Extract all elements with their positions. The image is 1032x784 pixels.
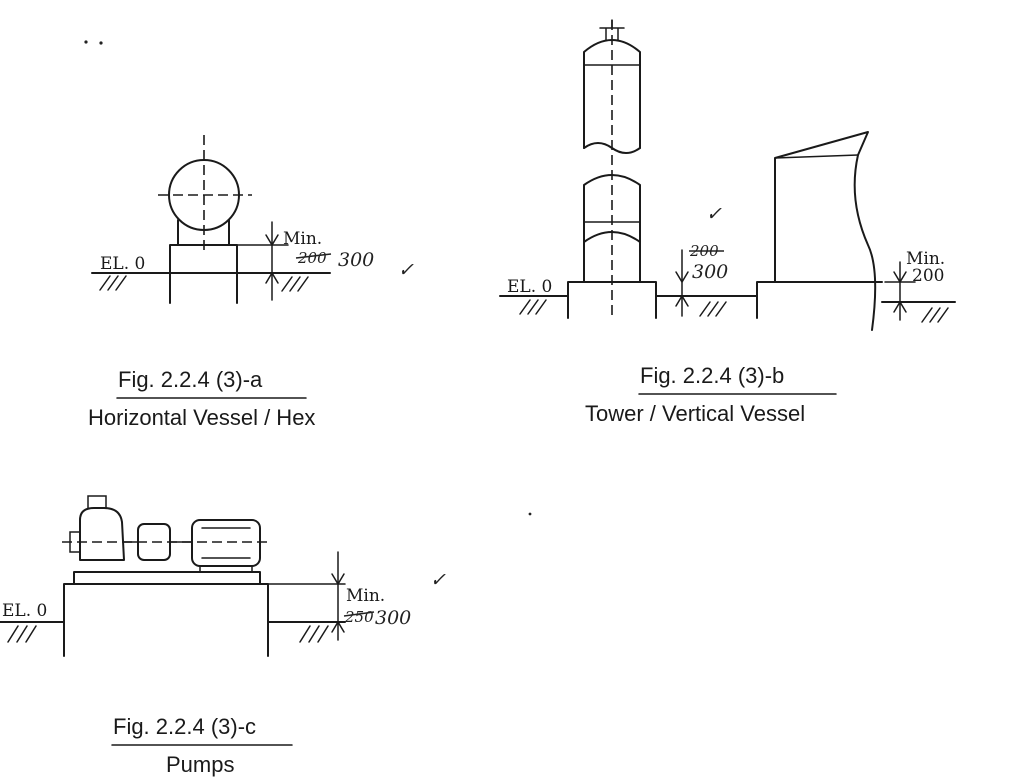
ground-hatch-a-right <box>281 276 309 292</box>
pump-suction-flange <box>69 531 81 553</box>
vertical-vessel-body <box>774 131 877 331</box>
pump-casing <box>79 507 125 561</box>
check-mark-a: ✓ <box>398 259 414 281</box>
ground-hatch-a-left <box>99 275 127 291</box>
stray-marks <box>84 40 532 516</box>
fig-label-b: Fig. 2.2.4 (3)-b <box>640 363 784 388</box>
fig-label-a: Fig. 2.2.4 (3)-a <box>118 367 263 392</box>
dim-arrow-down-b-tower <box>675 271 689 284</box>
dim-arrow-up-c <box>331 620 345 633</box>
min-label-b: Min. <box>906 249 945 269</box>
figure-b-tower: 200 300 ✓ EL. 0 Min. 200 <box>499 19 956 331</box>
dim-arrow-up-b-vessel <box>893 300 907 313</box>
check-mark-b: ✓ <box>706 203 722 225</box>
ground-hatch-b <box>519 299 949 323</box>
dim-arrow-down-a <box>265 234 279 247</box>
min-value-b: 200 <box>912 266 944 286</box>
dim-arrow-down-b-vessel <box>893 271 907 284</box>
baseplate-c <box>73 571 261 585</box>
fig-label-c: Fig. 2.2.4 (3)-c <box>113 714 256 739</box>
fig-subtitle-a: Horizontal Vessel / Hex <box>88 405 315 430</box>
elevation-label-c: EL. 0 <box>2 601 47 621</box>
motor-feet <box>199 565 253 573</box>
motor <box>191 519 261 567</box>
figure-a-horizontal-vessel: EL. 0 Min. 200 300 ✓ <box>91 135 414 304</box>
struck-value-c: 250 <box>344 608 374 626</box>
min-label-c: Min. <box>346 586 385 606</box>
strike-through-a <box>295 253 332 259</box>
pump-discharge-nozzle <box>87 495 107 509</box>
foundation-b-vessel <box>756 281 883 319</box>
elevation-label-a: EL. 0 <box>100 254 145 274</box>
dim-arrow-up-b-tower <box>675 294 689 307</box>
figure-c-pumps: EL. 0 Min. 250 300 ✓ <box>0 495 446 657</box>
vertical-vessel-top-edge <box>774 154 859 159</box>
fig-subtitle-c: Pumps <box>166 752 234 777</box>
fig-subtitle-b: Tower / Vertical Vessel <box>585 401 805 426</box>
saddle-a <box>177 219 230 246</box>
strike-through-c <box>343 611 375 617</box>
struck-value-a: 200 <box>297 249 327 267</box>
caption-c: Fig. 2.2.4 (3)-c Pumps <box>111 714 293 777</box>
dim-arrow-up-a <box>265 271 279 284</box>
elevation-label-b: EL. 0 <box>507 277 552 297</box>
handwritten-value-b: 300 <box>692 261 728 283</box>
caption-b: Fig. 2.2.4 (3)-b Tower / Vertical Vessel <box>585 363 837 426</box>
ground-hatch-c <box>7 625 329 643</box>
check-mark-c: ✓ <box>430 569 446 591</box>
foundation-c <box>63 583 269 657</box>
min-label-a: Min. <box>283 229 322 249</box>
dim-arrow-down-c <box>331 573 345 586</box>
handwritten-value-c: 300 <box>375 607 411 629</box>
handwritten-value-a: 300 <box>338 249 374 271</box>
caption-a: Fig. 2.2.4 (3)-a Horizontal Vessel / Hex <box>88 367 315 430</box>
